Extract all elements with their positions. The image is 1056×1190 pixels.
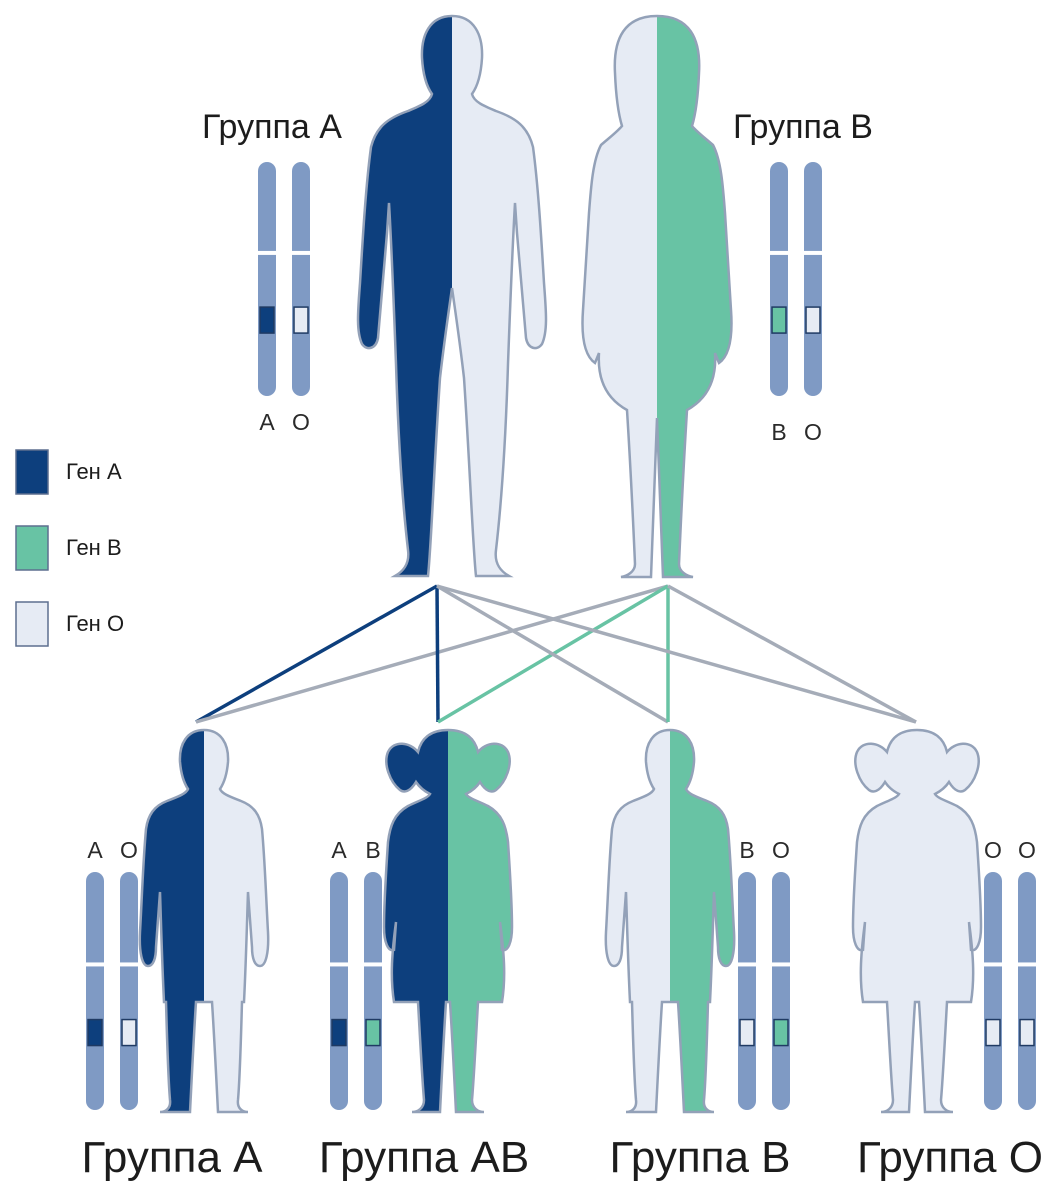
- mother-group-label: Группа В: [733, 108, 873, 146]
- chromosome: [364, 872, 382, 1110]
- child-3-group-label: Группа В: [609, 1133, 790, 1182]
- legend-swatch-gene-a: [16, 450, 48, 494]
- chromosome-centromere: [738, 962, 756, 966]
- gene-band: [122, 1020, 136, 1046]
- chromosome: [258, 162, 276, 396]
- father-group-label: Группа А: [202, 108, 342, 146]
- mother-to-child-line: [668, 586, 916, 722]
- child-4-figure: [853, 730, 981, 1112]
- chromosome-centromere: [330, 962, 348, 966]
- inheritance-lines: [196, 586, 916, 722]
- gene-band: [1020, 1020, 1034, 1046]
- chromosome-centromere: [258, 251, 276, 255]
- gene-band: [88, 1020, 102, 1046]
- father-to-child-line: [196, 586, 437, 722]
- gene-band: [294, 307, 308, 333]
- chromosome-centromere: [364, 962, 382, 966]
- chromosome-centromere: [772, 962, 790, 966]
- child-1-group-label: Группа А: [81, 1133, 263, 1182]
- gene-band: [772, 307, 786, 333]
- chromosome: [292, 162, 310, 396]
- chromosome-centromere: [86, 962, 104, 966]
- gene-band: [806, 307, 820, 333]
- father-to-child-line: [437, 586, 438, 722]
- allele-label: O: [772, 837, 790, 863]
- chromosome-centromere: [120, 962, 138, 966]
- gene-band: [366, 1020, 380, 1046]
- gene-band: [986, 1020, 1000, 1046]
- allele-label: O: [120, 837, 138, 863]
- father-figure: [358, 16, 546, 576]
- gene-band: [740, 1020, 754, 1046]
- allele-label: B: [365, 837, 380, 863]
- chromosome-centromere: [1018, 962, 1036, 966]
- allele-label: O: [1018, 837, 1036, 863]
- legend-swatch-gene-b: [16, 526, 48, 570]
- chromosome: [804, 162, 822, 396]
- chromosome: [770, 162, 788, 396]
- gene-band: [332, 1020, 346, 1046]
- gene-band: [260, 307, 274, 333]
- allele-label: A: [331, 837, 347, 863]
- mother-to-child-line: [196, 586, 668, 722]
- child-4-group-label: Группа О: [857, 1133, 1043, 1182]
- chromosome: [86, 872, 104, 1110]
- legend-label-gene-b: Ген В: [66, 535, 122, 560]
- legend: Ген А Ген В Ген О: [16, 450, 124, 646]
- chromosome: [1018, 872, 1036, 1110]
- allele-label: O: [984, 837, 1002, 863]
- child-1-figure: [140, 730, 268, 1112]
- legend-swatch-gene-o: [16, 602, 48, 646]
- chromosome-centromere: [984, 962, 1002, 966]
- chromosome: [120, 872, 138, 1110]
- child-2-group-label: Группа АВ: [319, 1133, 529, 1182]
- child-3-figure: [606, 730, 734, 1112]
- mother-figure: [583, 16, 732, 577]
- father-to-child-line: [437, 586, 916, 722]
- legend-label-gene-o: Ген О: [66, 611, 124, 636]
- allele-label: A: [87, 837, 103, 863]
- gene-band: [774, 1020, 788, 1046]
- allele-label: O: [292, 409, 310, 435]
- allele-label: B: [771, 419, 786, 445]
- child-2-figure: [384, 730, 512, 1112]
- chromosome: [984, 872, 1002, 1110]
- allele-label: O: [804, 419, 822, 445]
- allele-label: B: [739, 837, 754, 863]
- chromosome: [738, 872, 756, 1110]
- legend-label-gene-a: Ген А: [66, 459, 122, 484]
- chromosome-centromere: [292, 251, 310, 255]
- chromosome: [330, 872, 348, 1110]
- chromosome: [772, 872, 790, 1110]
- chromosome-centromere: [804, 251, 822, 255]
- allele-label: A: [259, 409, 275, 435]
- chromosome-centromere: [770, 251, 788, 255]
